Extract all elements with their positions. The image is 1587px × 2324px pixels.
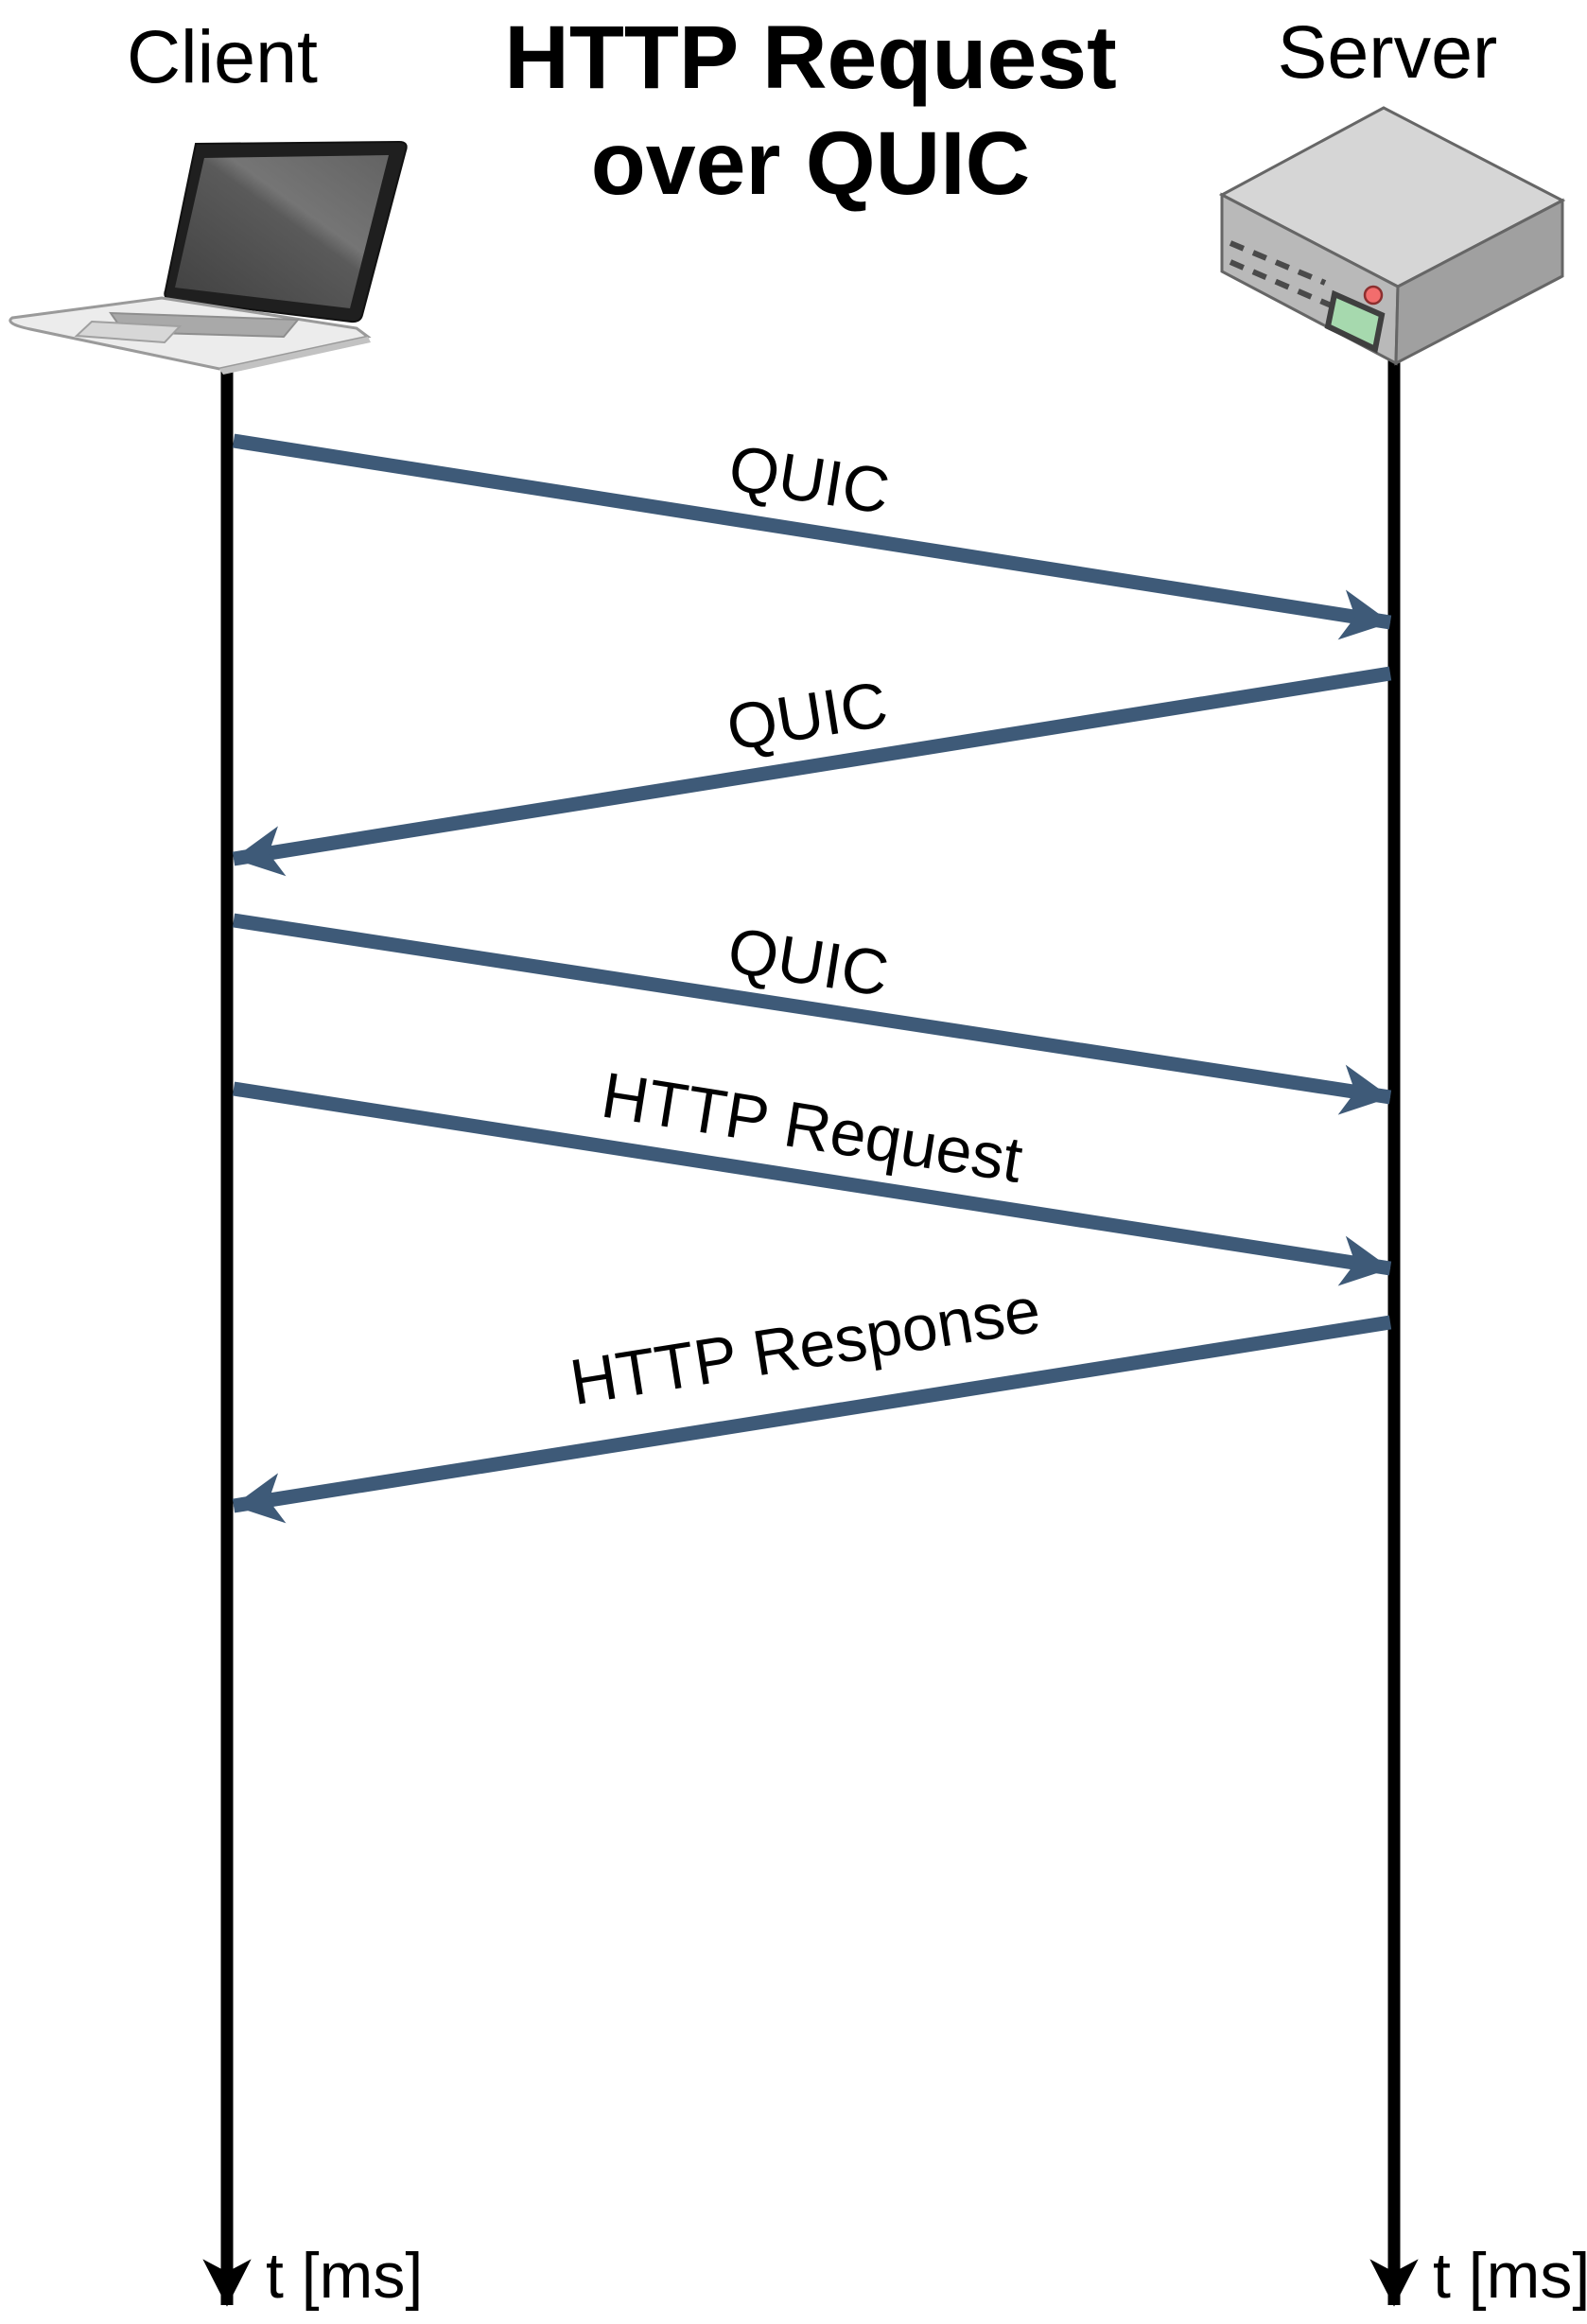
message-label-http-response: HTTP Response [566,1274,1045,1420]
message-arrow-http-response [232,1315,1392,1524]
message-arrow-quic-2 [232,666,1392,877]
server-led [1363,285,1384,306]
client-label: Client [127,14,318,98]
message-label-quic-2: QUIC [723,668,893,764]
laptop-icon [9,140,408,375]
server-icon [1218,106,1566,366]
message-arrow-quic-1 [232,433,1392,640]
client-time-axis-label: t [ms] [266,2240,423,2312]
message-arrow-quic-3 [232,913,1392,1115]
server-lcd [1324,289,1386,354]
page-title-line1: HTTP Request [504,8,1117,108]
server-vent-line [1229,240,1327,286]
page-title-line2: over QUIC [591,114,1031,214]
message-arrow-http-request [232,1081,1392,1286]
server-time-axis-label: t [ms] [1433,2240,1587,2312]
message-label-quic-1: QUIC [724,431,895,528]
server-label: Server [1278,9,1498,94]
